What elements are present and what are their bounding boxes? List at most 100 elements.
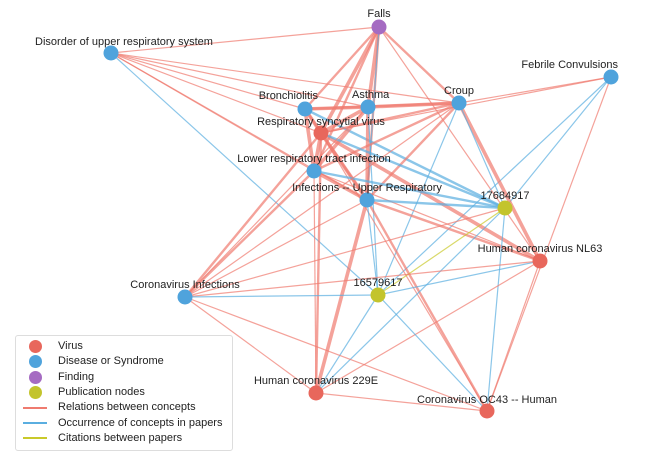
node-bronch[interactable] xyxy=(297,101,313,117)
legend-swatch xyxy=(20,355,50,369)
legend-dot-icon xyxy=(28,386,42,400)
legend-item-disease: Disease or Syndrome xyxy=(20,354,232,369)
edge-occurrence-p165-e229 xyxy=(315,294,379,394)
edge-occurrence-lrti-p176 xyxy=(313,169,506,210)
edge-relation-asthma-croup xyxy=(367,101,460,109)
edge-relation-p176-ci xyxy=(184,207,506,298)
legend-dot-icon xyxy=(28,355,42,369)
edge-occurrence-disorder-p165 xyxy=(110,52,379,296)
legend-label: Publication nodes xyxy=(58,386,145,399)
legend-label: Relations between concepts xyxy=(58,401,196,414)
edge-occurrence-iur-p176 xyxy=(366,198,506,210)
node-nl63[interactable] xyxy=(532,253,548,269)
node-label-nl63: Human coronavirus NL63 xyxy=(478,243,603,255)
legend-item-publication: Publication nodes xyxy=(20,385,232,400)
legend-swatch xyxy=(20,437,50,440)
node-label-p176: 17684917 xyxy=(481,190,530,202)
edge-relation-asthma-lrti xyxy=(312,105,370,173)
edge-relation-falls-nl63 xyxy=(378,26,541,262)
edge-relation-rsv-nl63 xyxy=(320,131,541,263)
legend-line-icon xyxy=(23,406,47,409)
node-p176[interactable] xyxy=(497,200,513,216)
legend-item-citation: Citations between papers xyxy=(20,431,232,446)
edge-relation-lrti-ci xyxy=(184,170,315,298)
edge-relation-iur-oc43 xyxy=(365,199,489,412)
node-rsv[interactable] xyxy=(313,125,329,141)
edge-relation-iur-ci xyxy=(184,199,368,298)
legend-label: Occurrence of concepts in papers xyxy=(58,416,223,429)
edge-relation-lrti-nl63 xyxy=(313,170,541,262)
edge-relation-ci-croup xyxy=(184,102,460,298)
legend-item-finding: Finding xyxy=(20,370,232,385)
edge-occurrence-p165-oc43 xyxy=(377,294,488,412)
edge-relation-falls-disorder xyxy=(110,26,380,54)
node-febrile[interactable] xyxy=(603,69,619,85)
node-label-oc43: Coronavirus OC43 -- Human xyxy=(417,394,557,406)
node-p165[interactable] xyxy=(370,287,386,303)
node-ci[interactable] xyxy=(177,289,193,305)
edge-occurrence-p176-e229 xyxy=(315,207,506,394)
legend-swatch xyxy=(20,406,50,409)
legend-dot-icon xyxy=(28,370,42,384)
node-label-e229: Human coronavirus 229E xyxy=(254,375,378,387)
node-label-bronch: Bronchiolitis xyxy=(259,90,319,102)
edge-relation-disorder-rsv xyxy=(110,52,322,134)
node-croup[interactable] xyxy=(451,95,467,111)
node-label-p165: 16579617 xyxy=(354,277,403,289)
legend-item-occurrence: Occurrence of concepts in papers xyxy=(20,415,232,430)
edge-occurrence-febrile-p176 xyxy=(504,76,612,209)
edge-relation-asthma-rsv xyxy=(320,105,369,135)
edge-relation-ci-oc43 xyxy=(184,296,488,412)
node-label-febrile: Febrile Convulsions xyxy=(521,59,618,71)
edge-occurrence-nl63-p165 xyxy=(377,260,541,296)
legend-swatch xyxy=(20,386,50,400)
edge-relation-falls-rsv xyxy=(319,26,381,134)
legend-label: Citations between papers xyxy=(58,431,183,444)
node-falls[interactable] xyxy=(371,19,387,35)
node-label-croup: Croup xyxy=(444,85,474,97)
edge-occurrence-p165-ci xyxy=(184,294,379,298)
node-label-asthma: Asthma xyxy=(352,89,390,101)
edge-relation-disorder-asthma xyxy=(110,52,369,108)
legend-swatch xyxy=(20,340,50,354)
edge-occurrence-febrile-p165 xyxy=(377,76,612,296)
edge-occurrence-rsv-p176 xyxy=(320,131,506,210)
edge-relation-disorder-bronch xyxy=(110,52,306,110)
node-label-rsv: Respiratory syncytial virus xyxy=(257,116,385,128)
node-label-iur: Infections -- Upper Respiratory xyxy=(292,182,442,194)
edge-relation-nl63-ci xyxy=(184,260,541,298)
legend-line-icon xyxy=(23,422,47,425)
node-e229[interactable] xyxy=(308,385,324,401)
edge-relation-disorder-croup xyxy=(110,52,460,104)
edge-occurrence-croup-p165 xyxy=(377,102,460,296)
edge-relation-iur-nl63 xyxy=(366,198,541,263)
edge-relation-falls-croup xyxy=(378,26,460,104)
edge-relation-nl63-e229 xyxy=(315,260,541,394)
edges xyxy=(110,26,612,412)
edge-relation-falls-bronch xyxy=(304,26,380,110)
edge-occurrence-p176-oc43 xyxy=(486,207,506,412)
edge-relation-ci-asthma xyxy=(184,106,369,298)
node-disorder[interactable] xyxy=(103,45,119,61)
edge-relation-lrti-iur xyxy=(313,169,368,202)
edge-relation-bronch-lrti xyxy=(303,108,316,172)
node-label-lrti: Lower respiratory tract infection xyxy=(237,153,390,165)
node-oc43[interactable] xyxy=(479,403,495,419)
node-lrti[interactable] xyxy=(306,163,322,179)
node-asthma[interactable] xyxy=(360,99,376,115)
edge-occurrence-croup-p176 xyxy=(458,102,506,209)
legend-line-icon xyxy=(23,437,47,440)
legend-swatch xyxy=(20,422,50,425)
legend-item-relation: Relations between concepts xyxy=(20,400,232,415)
edge-relation-lrti-e229 xyxy=(313,170,317,394)
edge-relation-iur-e229 xyxy=(314,199,369,394)
node-iur[interactable] xyxy=(359,192,375,208)
legend-swatch xyxy=(20,370,50,384)
edge-relation-falls-lrti xyxy=(312,26,381,172)
edge-relation-croup-nl63 xyxy=(457,102,542,262)
edge-relation-nl63-oc43 xyxy=(486,260,541,412)
edge-relation-rsv-ci xyxy=(184,132,322,298)
